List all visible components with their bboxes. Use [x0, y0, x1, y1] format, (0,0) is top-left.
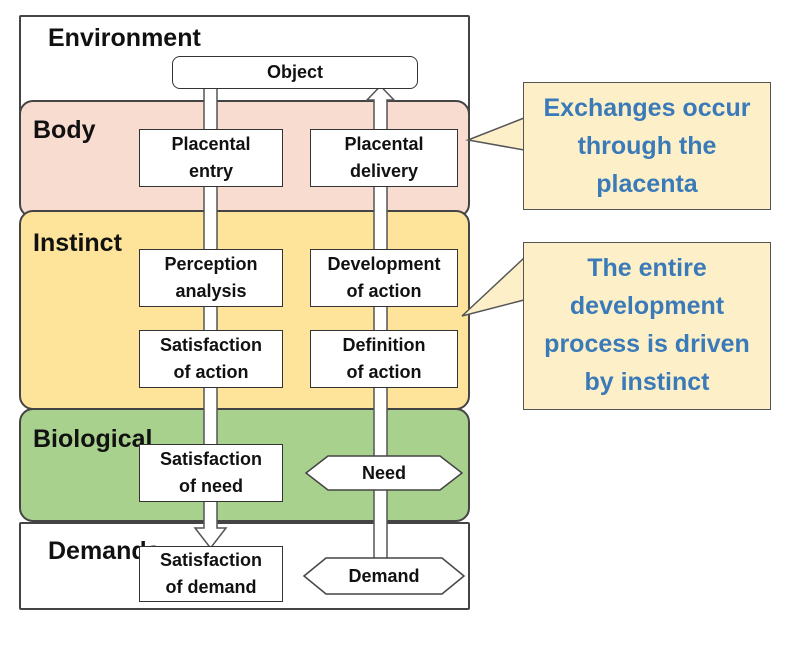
layer-title-body: Body [33, 116, 96, 144]
object-box: Object [172, 56, 418, 89]
callout-instinct [523, 242, 771, 410]
need-hexagon [304, 455, 464, 491]
placental-delivery-box: Placental delivery [310, 129, 458, 187]
demand-hexagon [302, 557, 466, 595]
layer-title-instinct: Instinct [33, 229, 122, 257]
callout-instinct-text: The entire development process is driven… [544, 254, 750, 396]
layer-title-biological: Biological [33, 425, 153, 453]
satisfaction-of-action-box: Satisfaction of action [139, 330, 283, 388]
perception-analysis-box: Perception analysis [139, 249, 283, 307]
satisfaction-of-need-box: Satisfaction of need [139, 444, 283, 502]
placental-entry-box: Placental entry [139, 129, 283, 187]
satisfaction-of-demand-box: Satisfaction of demand [139, 546, 283, 602]
callout-placenta-text: Exchanges occur through the placenta [543, 94, 751, 198]
layer-title-environment: Environment [48, 24, 201, 52]
demand-label: Demand [348, 566, 420, 586]
definition-of-action-box: Definition of action [310, 330, 458, 388]
need-label: Need [361, 463, 406, 483]
callout-placenta [523, 82, 771, 210]
development-of-action-box: Development of action [310, 249, 458, 307]
